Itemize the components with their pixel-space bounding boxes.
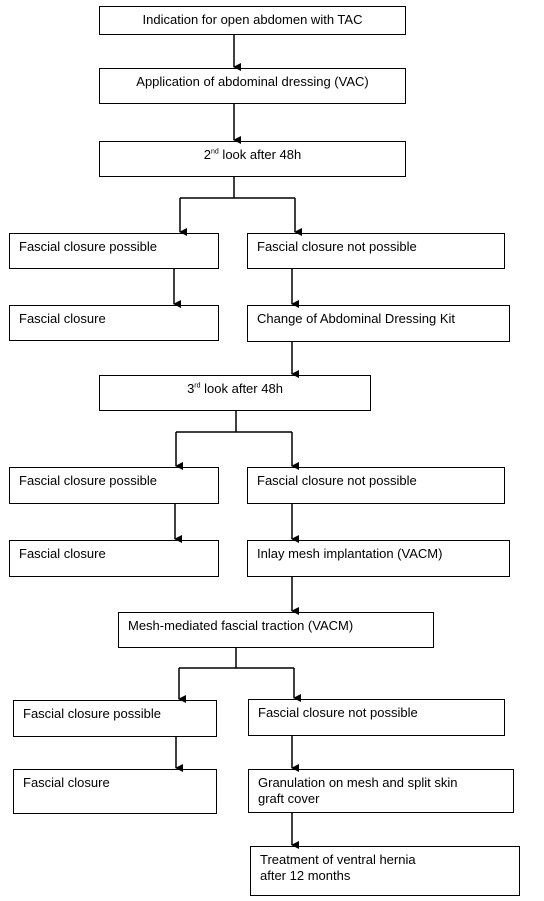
round3-not-possible-box: Fascial closure not possible [248,699,505,736]
round1-closure-box: Fascial closure [9,305,219,341]
round3-granulation-label: Granulation on mesh and split skin graft… [258,775,458,806]
round2-possible-box: Fascial closure possible [9,467,219,504]
round1-closure-label: Fascial closure [19,311,106,326]
round2-inlay-box: Inlay mesh implantation (VACM) [247,540,510,577]
traction-box: Mesh-mediated fascial traction (VACM) [118,612,434,648]
round1-possible-label: Fascial closure possible [19,239,158,254]
round1-change-label: Change of Abdominal Dressing Kit [257,311,456,326]
third-look-ordinal: 3 [187,381,195,396]
round1-not-possible-label: Fascial closure not possible [257,239,417,254]
treatment-box: Treatment of ventral hernia after 12 mon… [250,846,520,896]
round3-possible-box: Fascial closure possible [13,700,217,737]
round1-possible-box: Fascial closure possible [9,233,219,269]
third-look-box: 3rd look after 48h [99,375,371,411]
round3-closure-box: Fascial closure [13,769,217,814]
round3-closure-label: Fascial closure [23,775,110,790]
round1-change-box: Change of Abdominal Dressing Kit [247,305,510,342]
round2-closure-box: Fascial closure [9,540,219,577]
application-box: Application of abdominal dressing (VAC) [99,68,406,104]
round2-inlay-label: Inlay mesh implantation (VACM) [257,546,443,561]
round2-closure-label: Fascial closure [19,546,106,561]
round3-possible-label: Fascial closure possible [23,706,162,721]
treatment-label: Treatment of ventral hernia after 12 mon… [260,852,416,883]
round2-not-possible-box: Fascial closure not possible [247,467,505,504]
indication-box: Indication for open abdomen with TAC [99,6,406,35]
round3-granulation-box: Granulation on mesh and split skin graft… [248,769,514,813]
round1-not-possible-box: Fascial closure not possible [247,233,505,269]
indication-label: Indication for open abdomen with TAC [142,12,363,27]
round2-not-possible-label: Fascial closure not possible [257,473,417,488]
second-look-suffix: nd [211,148,219,156]
round2-possible-label: Fascial closure possible [19,473,158,488]
second-look-box: 2nd look after 48h [99,141,406,177]
third-look-label: look after 48h [200,381,283,396]
application-label: Application of abdominal dressing (VAC) [136,74,369,89]
traction-label: Mesh-mediated fascial traction (VACM) [128,618,354,633]
second-look-label: look after 48h [218,147,302,162]
second-look-ordinal: 2 [203,147,212,162]
third-look-suffix: rd [194,382,201,390]
round3-not-possible-label: Fascial closure not possible [258,705,418,720]
